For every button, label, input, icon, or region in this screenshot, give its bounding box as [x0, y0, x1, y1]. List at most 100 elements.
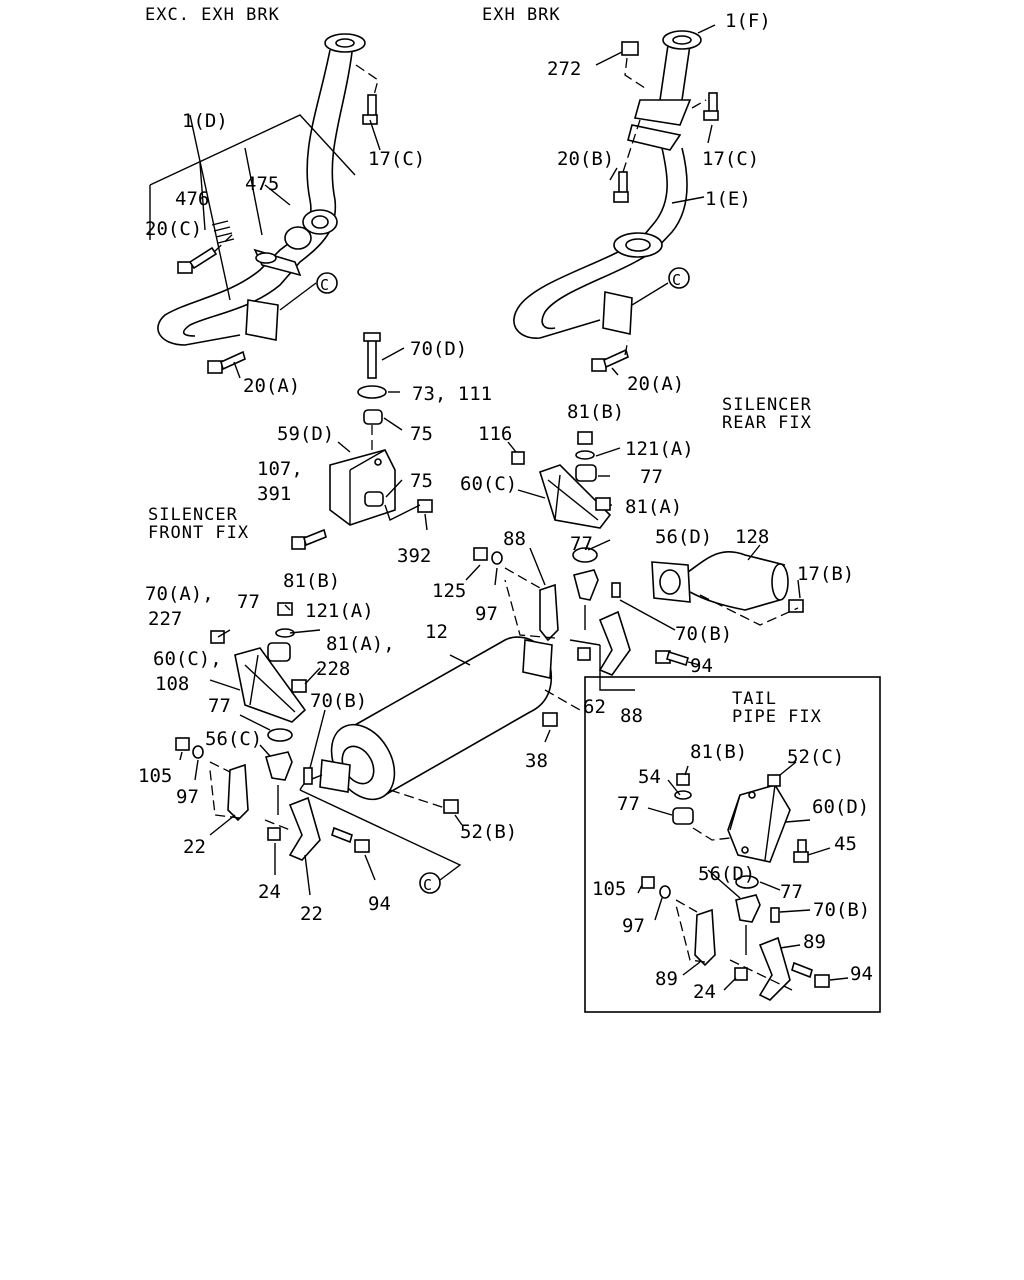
tail-pipe-fix-box [584, 676, 881, 1013]
callout-107: 107, [257, 458, 303, 480]
callout-70d: 70(D) [410, 338, 467, 360]
header-exh-brk: EXH BRK [482, 5, 561, 25]
nut-272-icon [621, 41, 639, 56]
callout-75-bottom: 75 [410, 470, 433, 492]
callout-77-tail-bottom: 77 [780, 881, 803, 903]
callout-77-front: 77 [237, 591, 260, 613]
header-silencer-rear-fix-2: REAR FIX [722, 413, 812, 433]
bracket-60d-tail-icon [672, 773, 809, 889]
callout-56d-tail: 56(D) [698, 863, 755, 885]
callout-70b-left: 70(B) [310, 690, 367, 712]
bolt-20c-icon [177, 246, 218, 274]
callout-105-tail: 105 [592, 878, 626, 900]
exhaust-pipe-exc-brk [157, 33, 366, 346]
callout-89-left: 89 [655, 968, 678, 990]
callout-475: 475 [245, 173, 279, 195]
callout-38: 38 [525, 750, 548, 772]
callout-97-tail: 97 [622, 915, 645, 937]
callout-97-left: 97 [176, 786, 199, 808]
callout-1f: 1(F) [725, 10, 771, 32]
callout-12: 12 [425, 621, 448, 643]
bolt-20a-right-icon [591, 348, 629, 372]
header-tail-pipe-fix-2: PIPE FIX [732, 707, 822, 727]
connector-c-bottom-icon [419, 872, 441, 894]
bracket-60c-front-icon [210, 602, 307, 742]
callout-81b-tail: 81(B) [690, 741, 747, 763]
hanger-56c-icon [175, 737, 370, 861]
callout-62: 62 [583, 696, 606, 718]
callout-24-tail: 24 [693, 981, 716, 1003]
callout-24-left: 24 [258, 881, 281, 903]
callout-81a-front: 81(A), [326, 633, 395, 655]
callout-17c-left: 17(C) [368, 148, 425, 170]
callout-60c-front: 60(C), [153, 648, 222, 670]
bracket-59d-icon [329, 332, 433, 526]
callout-121a-rear: 121(A) [625, 438, 694, 460]
callout-1d: 1(D) [182, 110, 228, 132]
exhaust-pipe-exh-brk [513, 30, 702, 339]
callout-52c: 52(C) [787, 746, 844, 768]
callout-60c-rear: 60(C) [460, 473, 517, 495]
bracket-60c-rear-icon [511, 431, 612, 529]
connector-c-bottom-label: C [423, 876, 432, 894]
silencer-12-icon [299, 636, 558, 814]
bolt-17c-left-icon [362, 94, 378, 125]
header-silencer-rear-fix-1: SILENCER [722, 395, 812, 415]
callout-77-tail-top: 77 [617, 793, 640, 815]
callout-121a-front: 121(A) [305, 600, 374, 622]
callout-272: 272 [547, 58, 581, 80]
callout-97-middle: 97 [475, 603, 498, 625]
callout-56c: 56(C) [205, 728, 262, 750]
callout-20a-left: 20(A) [243, 375, 300, 397]
callout-70b-tail: 70(B) [813, 899, 870, 921]
callout-128: 128 [735, 526, 769, 548]
callout-228: 228 [316, 658, 350, 680]
callout-77-middle: 77 [570, 533, 593, 555]
bolt-17c-right-icon [703, 92, 719, 121]
callout-20a-right: 20(A) [627, 373, 684, 395]
callout-125: 125 [432, 580, 466, 602]
tail-pipe-128-icon [651, 550, 804, 613]
bolt-107-391-icon [291, 528, 327, 550]
callout-88-bottom: 88 [620, 705, 643, 727]
callout-52b: 52(B) [460, 821, 517, 843]
callout-20c: 20(C) [145, 218, 202, 240]
connector-c-left-label: C [320, 276, 329, 294]
callout-22-left: 22 [183, 836, 206, 858]
callout-227: 227 [148, 608, 182, 630]
callout-70b-middle: 70(B) [675, 623, 732, 645]
callout-60d: 60(D) [812, 796, 869, 818]
stud-476-icon [211, 220, 235, 244]
callout-81b-front: 81(B) [283, 570, 340, 592]
connector-c-right-icon [668, 267, 690, 289]
header-silencer-front-fix-1: SILENCER [148, 505, 238, 525]
callout-116: 116 [478, 423, 512, 445]
callout-59d: 59(D) [277, 423, 334, 445]
callout-22-bottom: 22 [300, 903, 323, 925]
callout-81a-rear: 81(A) [625, 496, 682, 518]
callout-20b: 20(B) [557, 148, 614, 170]
callout-81b-rear: 81(B) [567, 401, 624, 423]
callout-108: 108 [155, 673, 189, 695]
callout-94-tail: 94 [850, 963, 873, 985]
callout-77-lower: 77 [208, 695, 231, 717]
callout-77-rear: 77 [640, 466, 663, 488]
hanger-56d-tail-icon [641, 876, 830, 1001]
callout-476: 476 [175, 188, 209, 210]
connector-c-left-icon [316, 272, 338, 294]
callout-54: 54 [638, 766, 661, 788]
callout-392: 392 [397, 545, 431, 567]
header-silencer-front-fix-2: FRONT FIX [148, 523, 249, 543]
callout-391: 391 [257, 483, 291, 505]
callout-17b: 17(B) [797, 563, 854, 585]
callout-94-middle: 94 [690, 655, 713, 677]
callout-75-top: 75 [410, 423, 433, 445]
callout-73-111: 73, 111 [412, 383, 492, 405]
callout-17c-right: 17(C) [702, 148, 759, 170]
callout-1e: 1(E) [705, 188, 751, 210]
callout-105-left: 105 [138, 765, 172, 787]
bolt-20a-left-icon [207, 350, 246, 374]
hanger-56d-middle-icon [473, 547, 689, 676]
callout-56d-middle: 56(D) [655, 526, 712, 548]
